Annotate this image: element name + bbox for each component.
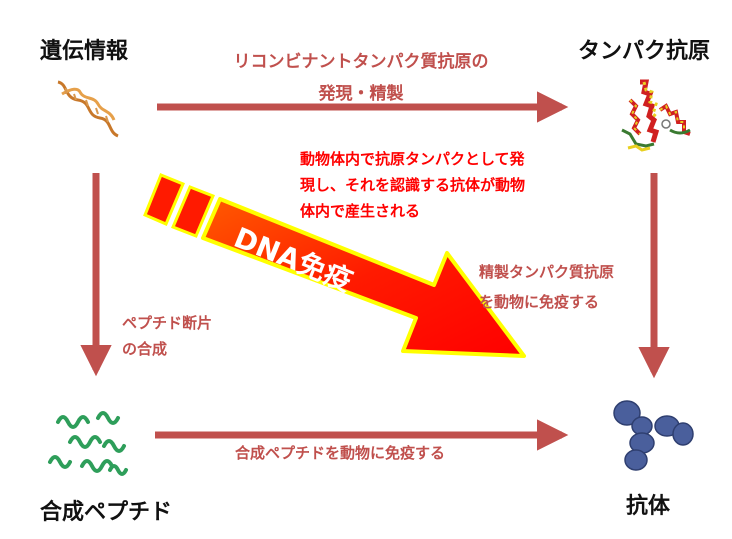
- dna-immunization-arrow: [143, 173, 526, 358]
- dna-desc-line3: 体内で産生される: [300, 202, 421, 220]
- node-synthetic-peptide: 合成ペプチド: [40, 500, 173, 525]
- edge-label-right: 精製タンパク質抗原 を動物に免疫する: [479, 257, 614, 317]
- edge-label-top-line2: 発現・精製: [318, 84, 404, 104]
- edge-label-top: リコンビナントタンパク質抗原の 発現・精製: [226, 46, 496, 110]
- node-genetic-info: 遺伝情報: [40, 39, 129, 64]
- edge-label-right-line2: を動物に免疫する: [479, 293, 600, 311]
- edge-label-right-line1: 精製タンパク質抗原: [479, 263, 615, 281]
- peptide-icon: [48, 411, 128, 476]
- antibody-icon: [613, 400, 694, 471]
- protein-structure-icon: [621, 79, 691, 152]
- edge-label-bottom: 合成ペプチドを動物に免疫する: [235, 444, 446, 462]
- edge-label-left-line1: ペプチド断片: [122, 314, 213, 332]
- dna-desc-line2: 現し、それを認識する抗体が動物: [300, 176, 526, 194]
- dna-desc-line1: 動物体内で抗原タンパクとして発: [300, 150, 525, 168]
- edge-label-left-line2: の合成: [122, 340, 168, 358]
- dna-immunization-description: 動物体内で抗原タンパクとして発 現し、それを認識する抗体が動物 体内で産生される: [300, 146, 525, 224]
- edge-label-top-line1: リコンビナントタンパク質抗原の: [233, 52, 489, 72]
- edge-label-left: ペプチド断片 の合成: [122, 310, 212, 362]
- dna-helix-icon: [57, 80, 119, 138]
- node-protein-antigen: タンパク抗原: [578, 39, 711, 64]
- node-antibody: 抗体: [626, 494, 671, 519]
